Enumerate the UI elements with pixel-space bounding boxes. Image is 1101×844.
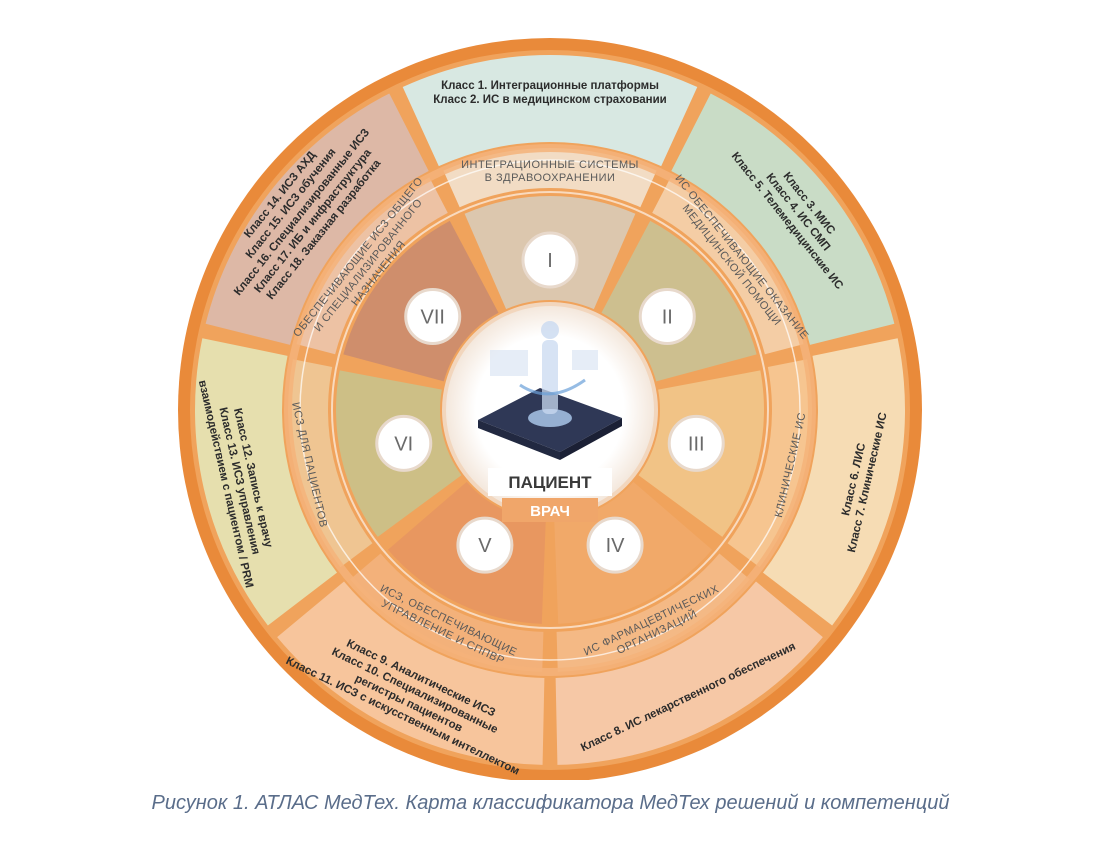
middle-sector-6 [287,359,373,568]
middle-sector-2 [652,177,804,355]
numeral-2: II [662,306,673,328]
numeral-badge-circle-4 [586,516,644,574]
numeral-badge-circle-2 [638,287,696,345]
ring-divider-1 [284,144,816,676]
ring-divider-2 [299,159,801,661]
center-label-top: ПАЦИЕНТ [508,473,592,492]
numeral-7: VII [420,306,444,328]
middle-sector-7 [296,177,448,355]
numeral-badge-6: VI [375,414,433,472]
numeral-badge-circle-5 [456,516,514,574]
numeral-badge-1: I [521,231,579,289]
outer-sector-6 [194,338,338,626]
numeral-badge-circle-3 [667,414,725,472]
middle-sector-3 [727,359,812,568]
ring-divider-3 [331,191,769,629]
class-label-1-line-1: Класс 1. Интеграционные платформы [441,80,659,92]
numeral-badge-circle-6 [375,414,433,472]
class-label-1-line-2: Класс 2. ИС в медицинском страховании [433,94,666,106]
outer-sector-3 [762,338,905,626]
numeral-badge-4: IV [586,516,644,574]
hologram-icon [478,321,622,460]
middle-sector-4 [556,553,750,672]
outer-sector-1 [402,55,698,167]
outer-sector-2 [671,93,895,345]
middle-sector-5 [350,553,544,672]
group-label-1-line-2: В ЗДРАВООХРАНЕНИИ [485,172,616,184]
outer-sector-5 [277,581,545,765]
figure-caption: Рисунок 1. АТЛАС МедТех. Карта классифик… [151,792,950,814]
center-label-bottom-box [502,498,598,522]
numeral-1: I [547,250,553,272]
middle-sector-1 [443,148,657,208]
numeral-badge-7: VII [404,287,462,345]
outer-sectors [194,55,905,765]
numeral-badge-circle-1 [521,231,579,289]
numeral-4: IV [606,535,626,557]
numeral-5: V [478,535,492,557]
center-label-top-box [488,468,612,496]
center-label-bottom: ВРАЧ [530,503,570,520]
numeral-6: VI [394,433,413,455]
numeral-badge-5: V [456,516,514,574]
numeral-badge-3: III [667,414,725,472]
group-label-1-line-1: ИНТЕГРАЦИОННЫЕ СИСТЕМЫ [461,159,639,171]
numeral-3: III [688,433,705,455]
outer-sector-7 [205,93,429,345]
middle-sectors [287,148,812,672]
outer-sector-4 [555,581,823,765]
numeral-badge-circle-7 [404,287,462,345]
numeral-badge-2: II [638,287,696,345]
